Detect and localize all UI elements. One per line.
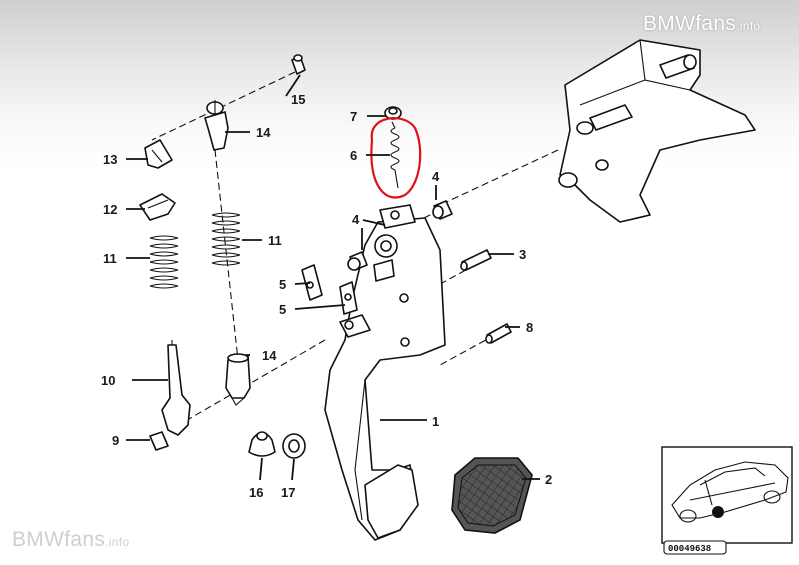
label-part-10: 10 xyxy=(101,373,115,388)
label-part-4-lower: 4 xyxy=(352,212,360,227)
part-13-clip xyxy=(144,139,173,169)
label-part-14-lower: 14 xyxy=(262,348,277,363)
label-part-3: 3 xyxy=(519,247,526,262)
label-part-1: 1 xyxy=(432,414,439,429)
leader-lines xyxy=(126,74,540,481)
label-part-7: 7 xyxy=(350,109,357,124)
watermark-bottom: BMWfans.info xyxy=(12,528,130,551)
label-part-12: 12 xyxy=(103,202,117,217)
part-8-pin xyxy=(485,323,512,344)
label-part-13: 13 xyxy=(103,152,117,167)
label-part-11-right: 11 xyxy=(268,233,282,248)
label-part-6: 6 xyxy=(350,148,357,163)
label-part-5-upper: 5 xyxy=(279,277,286,292)
label-part-11-left: 11 xyxy=(103,251,117,266)
part-14-lower-holder xyxy=(225,353,251,406)
part-11-spring-left xyxy=(149,235,179,289)
inset-code-badge: 00049638 xyxy=(668,544,711,554)
label-part-4-upper: 4 xyxy=(432,169,440,184)
part-16-grommet xyxy=(248,431,276,457)
part-15-pin xyxy=(291,54,306,75)
part-5-clips xyxy=(301,264,358,315)
part-4-bushings xyxy=(347,200,453,271)
part-6-highlight xyxy=(370,117,422,199)
part-12-clip xyxy=(139,193,176,221)
label-part-14-upper: 14 xyxy=(256,125,271,140)
label-part-9: 9 xyxy=(112,433,119,448)
label-part-5-lower: 5 xyxy=(279,302,286,317)
watermark-top: BMWfans.info xyxy=(643,12,761,35)
label-part-15: 15 xyxy=(291,92,305,107)
pedal-bracket xyxy=(558,39,756,223)
part-6-spring xyxy=(390,121,400,189)
label-part-2: 2 xyxy=(545,472,552,487)
label-part-8: 8 xyxy=(526,320,533,335)
part-17-washer xyxy=(282,433,306,459)
part-3-pin xyxy=(460,249,492,271)
part-14-upper-holder xyxy=(204,100,229,151)
pedal-pad xyxy=(451,457,533,534)
label-part-17: 17 xyxy=(281,485,295,500)
part-11-spring-right xyxy=(211,212,241,266)
label-part-16: 16 xyxy=(249,485,263,500)
inset-car-locator: 00049638 xyxy=(661,446,793,555)
pedal-lever xyxy=(324,204,446,541)
part-10-rod xyxy=(161,340,191,436)
part-9-cap xyxy=(149,431,169,451)
